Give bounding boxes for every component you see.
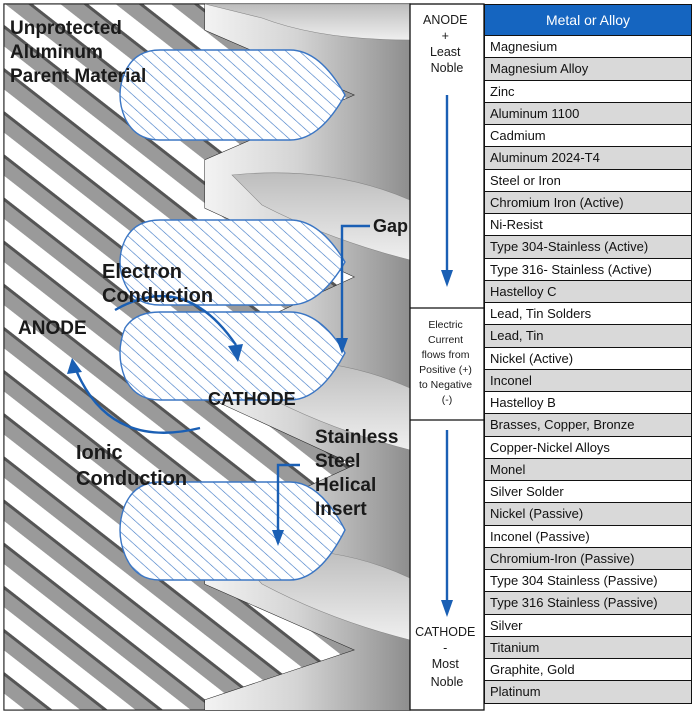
insert-label-line-3: Helical [315,475,376,496]
insert-label-line-2: Steel [315,451,360,472]
scale-bottom-line-2: - [443,641,447,655]
table-row: Hastelloy B [484,392,692,415]
svg-text:Electron Conduction: Electron Conduction [102,261,213,307]
table-row: Chromium-Iron (Passive) [484,547,692,570]
cathode-label: CATHODE [208,389,296,409]
scale-bottom-arrowhead [441,600,453,617]
scale-mid-line-6: (-) [442,394,453,406]
scale-top-line-4: Noble [431,61,464,75]
thread-profile-3 [119,311,346,401]
scale-bottom-line-3: Most [432,657,460,671]
parent-label-line-3: Parent Material [10,66,146,87]
table-row: Silver Solder [484,481,692,504]
table-row: Zinc [484,80,692,103]
electron-arrow [114,295,237,346]
table-row: Monel [484,458,692,481]
gap-label: Gap [373,216,408,236]
table-row: Lead, Tin Solders [484,303,692,326]
scale-top-line-3: Least [430,45,461,59]
table-row: Platinum [484,681,692,704]
scale-mid-line-2: Current [428,334,463,346]
parent-label-line-2: Aluminum [10,42,103,63]
ionic-arrow [74,369,201,434]
table-row: Ni-Resist [484,214,692,237]
insert-thread-profiles [119,49,346,581]
gap-arrowhead [336,338,348,354]
table-row: Steel or Iron [484,169,692,192]
table-row: Nickel (Active) [484,347,692,370]
table-row: Lead, Tin [484,325,692,348]
svg-text:Stainless Steel Helica: Stainless Steel Helical Insert [315,427,404,520]
scale-top-line-2: + [442,29,449,43]
scale-mid-line-5: to Negative [419,379,472,391]
electron-label-line-1: Electron [102,261,182,283]
table-row: Titanium [484,636,692,659]
anode-label: ANODE [18,318,87,339]
scale-mid-line-1: Electric [428,319,462,331]
table-row: Nickel (Passive) [484,503,692,526]
parent-label-line-1: Unprotected [10,18,122,39]
table-row: Magnesium Alloy [484,58,692,81]
table-row: Inconel (Passive) [484,525,692,548]
table-row: Aluminum 2024-T4 [484,147,692,170]
table-row: Type 316- Stainless (Active) [484,258,692,281]
insert-label-line-4: Insert [315,499,367,520]
svg-text:CATHODE - Most: CATHODE - Most Noble [415,625,479,689]
electron-arrowhead [228,344,243,362]
thread-profile-4 [119,481,346,581]
insert-arrow [276,463,300,532]
table-row: Graphite, Gold [484,659,692,682]
scale-mid-line-3: flows from [422,349,470,361]
electron-label-line-2: Conduction [102,285,213,307]
table-row: Type 304 Stainless (Passive) [484,570,692,593]
scale-bottom-line-1: CATHODE [415,625,475,639]
table-row: Hastelloy C [484,280,692,303]
ionic-label-line-1: Ionic [76,442,123,464]
scale-top-arrowhead [441,270,453,287]
table-row: Type 304-Stainless (Active) [484,236,692,259]
svg-text:Unprotected Aluminum P: Unprotected Aluminum Parent Material [10,18,146,87]
svg-text:Ionic Conduction: Ionic Conduction [76,442,187,490]
svg-text:ANODE + Least: ANODE + Least Noble [423,13,471,75]
scale-mid-line-4: Positive (+) [419,364,472,376]
ionic-arrowhead [67,358,82,374]
svg-text:Electric Current f: Electric Current flows from Positive (+)… [419,319,475,406]
table-row: Magnesium [484,36,692,59]
table-row: Aluminum 1100 [484,102,692,125]
scale-top-line-1: ANODE [423,13,467,27]
nobility-scale: ANODE + Least Noble Electric Current flo… [409,3,485,711]
table-row: Copper-Nickel Alloys [484,436,692,459]
ionic-label-line-2: Conduction [76,468,187,490]
thread-profile-1 [119,49,346,141]
gap-arrow [340,224,370,340]
table-row: Chromium Iron (Active) [484,191,692,214]
table-row: Cadmium [484,125,692,148]
insert-label-line-1: Stainless [315,427,398,448]
table-row: Inconel [484,369,692,392]
table-row: Brasses, Copper, Bronze [484,414,692,437]
table-header: Metal or Alloy [484,4,692,36]
table-row: Type 316 Stainless (Passive) [484,592,692,615]
thread-profile-2 [119,219,346,306]
scale-bottom-line-4: Noble [431,675,464,689]
insert-arrowhead [272,530,284,546]
table-row: Silver [484,614,692,637]
